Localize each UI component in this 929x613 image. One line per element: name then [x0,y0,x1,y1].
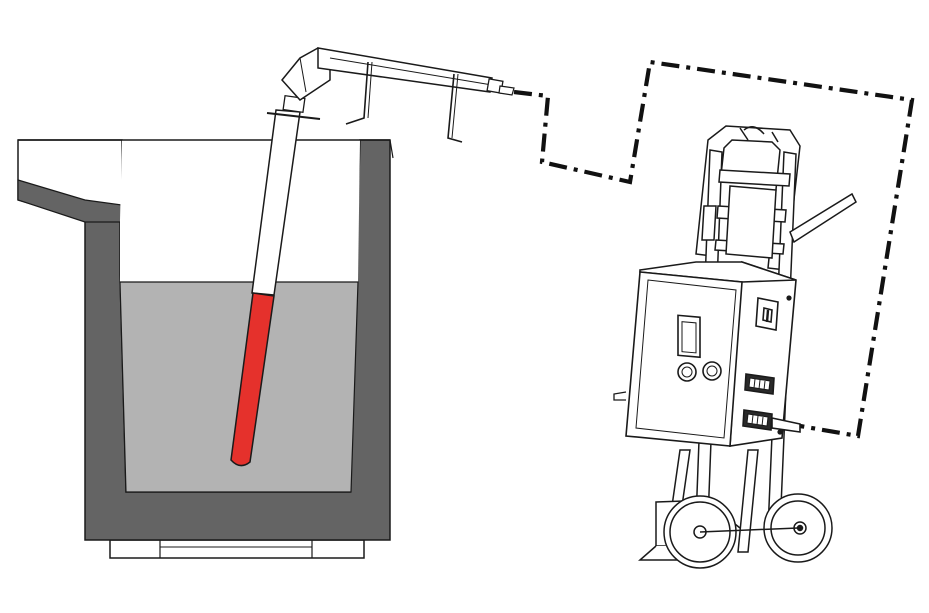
cabinet-knob-right [702,361,722,381]
cabinet-knob-left [677,362,697,382]
cabinet-connector-lower [742,409,801,433]
signal-cable [513,59,915,439]
vessel-base-plate [109,539,365,559]
control-cabinet [613,260,801,447]
cabinet-connector-upper [744,373,775,395]
cabinet-front [625,271,743,447]
arm-bracket-left [345,61,369,125]
probe-arm [281,47,515,143]
immersion-probe [230,94,321,467]
arm-bracket-right [447,73,463,143]
furnace-vessel [17,139,394,559]
cabinet-display [677,314,701,359]
hand-truck [638,125,857,569]
probe-hot-section [230,292,275,467]
molten-bath [119,281,359,493]
cabinet-switch [755,297,779,331]
